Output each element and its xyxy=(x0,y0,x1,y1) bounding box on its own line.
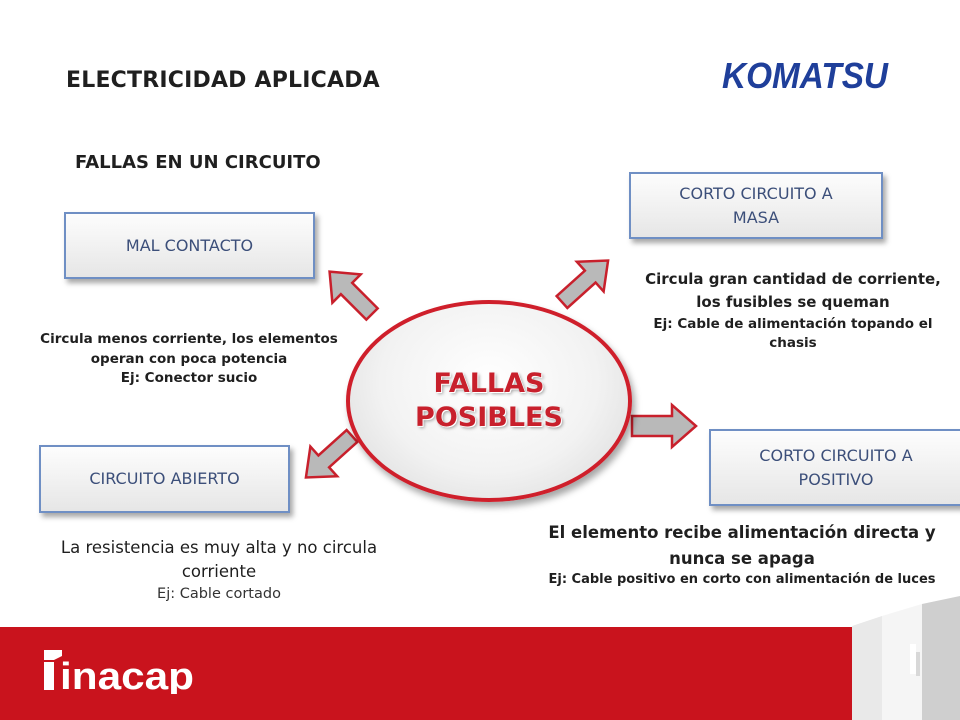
node-corto-positivo-line1: CORTO CIRCUITO A xyxy=(759,446,913,466)
desc-corto-masa-example-line2: chasis xyxy=(769,335,817,352)
inacap-logo-text: inacap xyxy=(60,656,194,694)
desc-mal-contacto-line1: Circula menos corriente, los elementos xyxy=(40,331,338,347)
desc-corto-positivo-line2: nunca se apaga xyxy=(669,548,815,568)
desc-circuito-abierto-line2: corriente xyxy=(181,561,257,581)
arrow-to-corto-masa-icon xyxy=(554,259,610,310)
desc-corto-positivo: El elemento recibe alimentación directa … xyxy=(522,520,960,590)
desc-corto-masa-example-line1: Ej: Cable de alimentación topando el xyxy=(653,315,933,332)
node-mal-contacto-label: MAL CONTACTO xyxy=(125,235,254,255)
footer-bar xyxy=(0,627,960,720)
slide-title: ELECTRICIDAD APLICADA xyxy=(66,68,380,93)
node-corto-circuito-masa: CORTO CIRCUITO A MASA xyxy=(629,172,883,239)
desc-mal-contacto-line2: operan con poca potencia xyxy=(90,350,288,367)
arrow-to-mal-contacto-icon xyxy=(328,270,380,322)
node-corto-circuito-positivo: CORTO CIRCUITO A POSITIVO xyxy=(709,429,960,506)
desc-circuito-abierto: La resistencia es muy alta y no circula … xyxy=(30,536,408,605)
desc-corto-positivo-example: Ej: Cable positivo en corto con alimenta… xyxy=(548,572,936,588)
node-corto-masa-line1: CORTO CIRCUITO A xyxy=(679,184,833,204)
desc-circuito-abierto-example: Ej: Cable cortado xyxy=(157,585,281,602)
node-circuito-abierto: CIRCUITO ABIERTO xyxy=(39,445,290,513)
desc-corto-positivo-line1: El elemento recibe alimentación directa … xyxy=(548,523,936,542)
node-corto-masa-line2: MASA xyxy=(732,207,780,227)
komatsu-logo-text: KOMATSU xyxy=(722,55,889,94)
desc-corto-masa-line2: los fusibles se queman xyxy=(696,293,890,312)
desc-corto-masa: Circula gran cantidad de corriente, los … xyxy=(625,268,960,354)
node-mal-contacto: MAL CONTACTO xyxy=(64,212,315,279)
arrow-to-corto-positivo-icon xyxy=(630,402,698,450)
desc-corto-masa-line1: Circula gran cantidad de corriente, xyxy=(645,270,941,288)
desc-mal-contacto: Circula menos corriente, los elementos o… xyxy=(30,330,348,389)
building-graphic-icon xyxy=(852,596,960,720)
node-corto-positivo-line2: POSITIVO xyxy=(798,469,874,489)
center-line1: FALLAS xyxy=(433,368,545,400)
slide-subtitle: FALLAS EN UN CIRCUITO xyxy=(75,152,321,173)
inacap-logo: inacap xyxy=(44,650,194,694)
center-line2: POSIBLES xyxy=(415,402,563,433)
desc-circuito-abierto-line1: La resistencia es muy alta y no circula xyxy=(60,538,378,557)
desc-mal-contacto-example: Ej: Conector sucio xyxy=(120,370,258,387)
komatsu-logo: KOMATSU xyxy=(722,55,889,94)
center-fallas-posibles: FALLAS POSIBLES xyxy=(346,300,632,502)
node-circuito-abierto-label: CIRCUITO ABIERTO xyxy=(89,469,240,489)
arrow-to-circuito-abierto-icon xyxy=(304,428,360,479)
